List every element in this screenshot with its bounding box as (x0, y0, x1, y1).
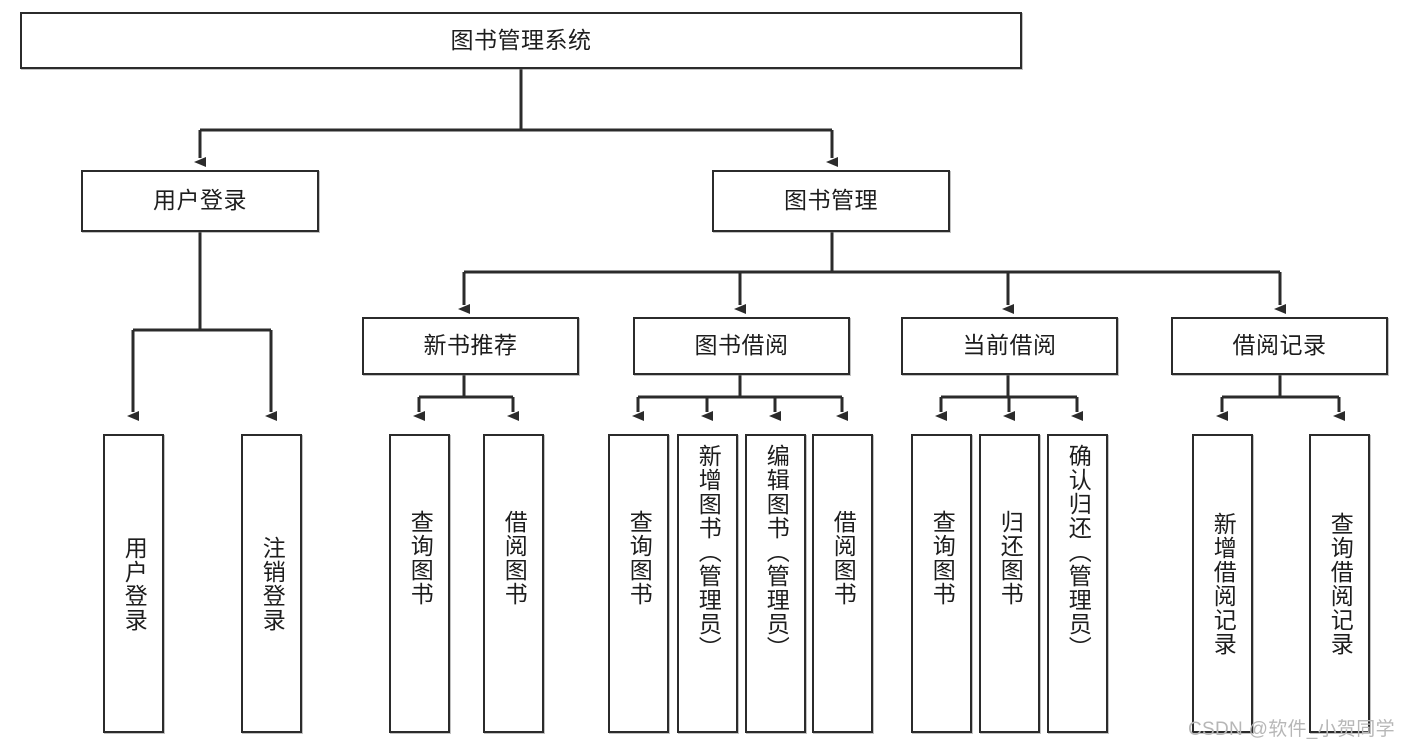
node-new-book-recommend[interactable]: 新书推荐 (362, 317, 579, 375)
leaf-current-borrow-confirm-return[interactable]: 确认归还（管理员） (1047, 434, 1108, 733)
leaf-book-borrow-borrow[interactable]: 借阅图书 (812, 434, 873, 733)
node-label: 新增图书（管理员） (695, 444, 722, 660)
leaf-book-borrow-edit[interactable]: 编辑图书（管理员） (745, 434, 806, 733)
node-root-book-management-system[interactable]: 图书管理系统 (20, 12, 1022, 69)
node-label: 确认归还（管理员） (1065, 444, 1092, 660)
leaf-borrow-record-add[interactable]: 新增借阅记录 (1192, 434, 1253, 733)
node-label: 新书推荐 (423, 332, 518, 359)
node-book-management[interactable]: 图书管理 (712, 170, 950, 232)
leaf-new-book-query[interactable]: 查询图书 (389, 434, 450, 733)
node-current-borrow[interactable]: 当前借阅 (901, 317, 1118, 375)
leaf-book-borrow-add[interactable]: 新增图书（管理员） (677, 434, 738, 733)
node-label: 编辑图书（管理员） (763, 444, 790, 660)
node-label: 查询借阅记录 (1327, 511, 1354, 656)
node-label: 查询图书 (407, 510, 434, 606)
csdn-watermark: CSDN @软件_小贺同学 (1188, 719, 1395, 740)
node-label: 借阅图书 (830, 510, 857, 606)
node-label: 用户登录 (153, 187, 247, 214)
leaf-book-borrow-query[interactable]: 查询图书 (608, 434, 669, 733)
node-label: 注销登录 (259, 535, 286, 632)
leaf-new-book-borrow[interactable]: 借阅图书 (483, 434, 544, 733)
leaf-user-login-logout[interactable]: 注销登录 (241, 434, 302, 733)
node-label: 借阅记录 (1232, 332, 1327, 359)
node-label: 当前借阅 (962, 332, 1057, 359)
node-label: 图书管理 (784, 187, 878, 214)
leaf-current-borrow-return[interactable]: 归还图书 (979, 434, 1040, 733)
leaf-borrow-record-query[interactable]: 查询借阅记录 (1309, 434, 1370, 733)
node-label: 图书借阅 (694, 332, 789, 359)
node-borrow-record[interactable]: 借阅记录 (1171, 317, 1388, 375)
node-label: 用户登录 (121, 535, 148, 632)
node-label: 借阅图书 (501, 510, 528, 606)
node-label: 归还图书 (997, 510, 1024, 606)
node-user-login[interactable]: 用户登录 (81, 170, 319, 232)
node-label: 图书管理系统 (450, 26, 592, 53)
node-label: 查询图书 (929, 510, 956, 606)
node-label: 新增借阅记录 (1210, 511, 1237, 656)
leaf-user-login-login[interactable]: 用户登录 (103, 434, 164, 733)
node-book-borrow[interactable]: 图书借阅 (633, 317, 850, 375)
leaf-current-borrow-query[interactable]: 查询图书 (911, 434, 972, 733)
node-label: 查询图书 (626, 510, 653, 606)
